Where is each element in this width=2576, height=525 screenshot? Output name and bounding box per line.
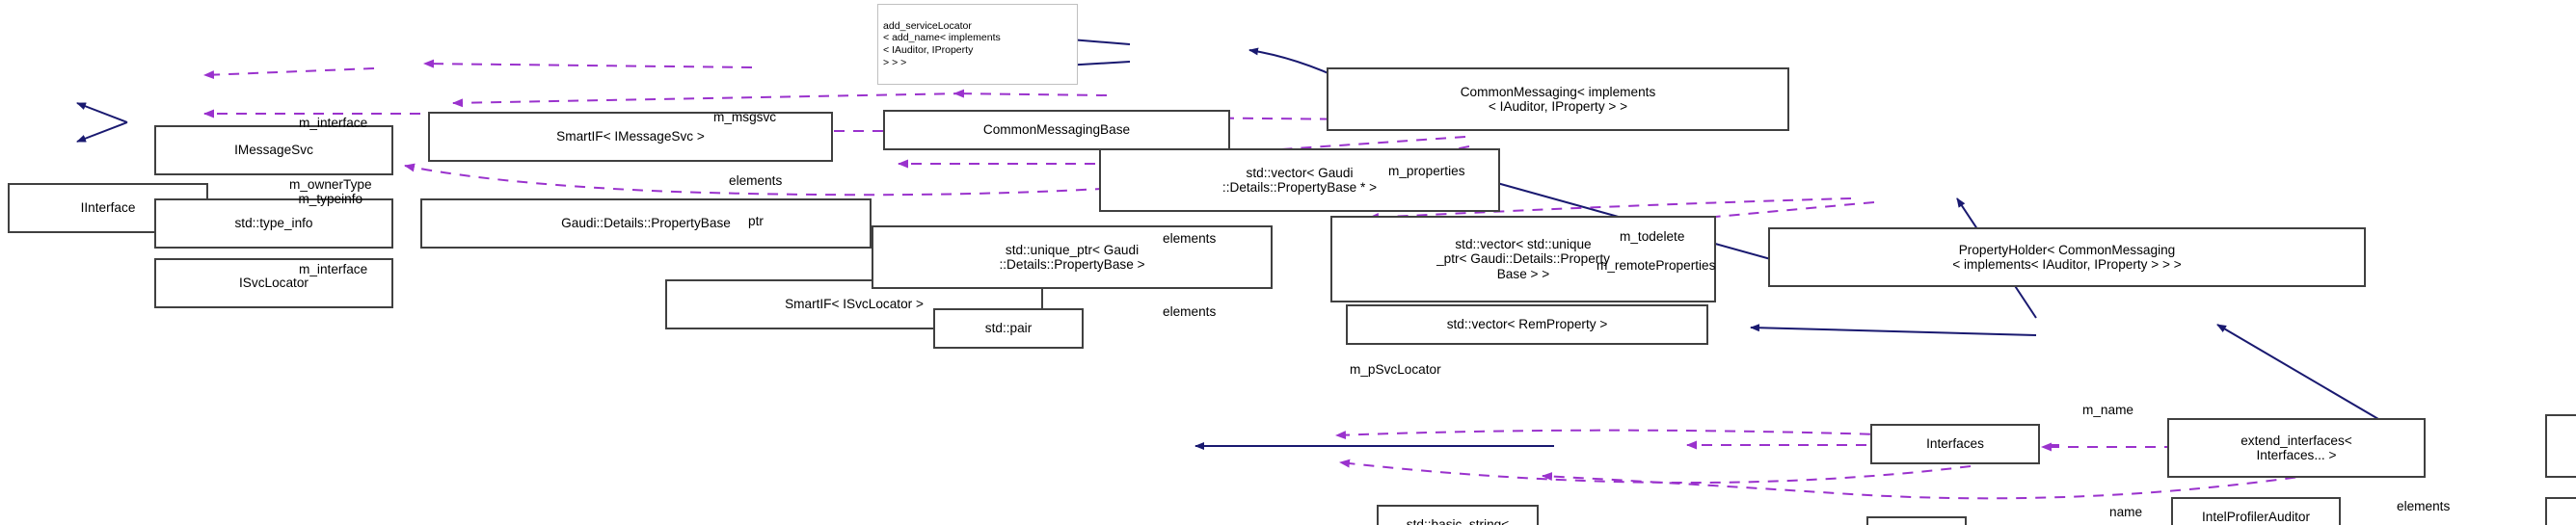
- edge-label-m-todelete: m_todelete: [1620, 229, 1685, 244]
- node-propertyholder[interactable]: PropertyHolder< CommonMessaging < implem…: [1768, 227, 2366, 287]
- edge-label-ptr: ptr: [748, 214, 764, 228]
- edge-label-m-properties: m_properties: [1388, 164, 1465, 178]
- node-basic-string[interactable]: std::basic_string< char >: [1377, 505, 1539, 525]
- node-imessagesvc[interactable]: IMessageSvc: [154, 125, 393, 175]
- edge-label-elements-unique-ptr: elements: [1163, 231, 1217, 246]
- node-std-pair[interactable]: std::pair: [933, 308, 1084, 349]
- edge-label-name: name: [2109, 505, 2143, 519]
- node-add-servicelocator[interactable]: add_serviceLocator < add_name< implement…: [877, 4, 1078, 85]
- edge-label-elements-stack-entity: elements: [2397, 499, 2451, 513]
- node-commonmessaging[interactable]: CommonMessaging< implements < IAuditor, …: [1327, 67, 1789, 131]
- edge-label-m-interface-isvclocator: m_interface: [299, 262, 368, 276]
- node-smartif-imessagesvc[interactable]: SmartIF< IMessageSvc >: [428, 112, 833, 162]
- node-commonmessagingbase[interactable]: CommonMessagingBase: [883, 110, 1230, 150]
- edge-label-elements-pair: elements: [1163, 304, 1217, 319]
- node-vector-unique-ptr-propertybase[interactable]: std::vector< std::unique _ptr< Gaudi::De…: [1330, 216, 1716, 302]
- node-gaudi-propertybase[interactable]: Gaudi::Details::PropertyBase: [420, 198, 872, 249]
- edge-label-m-ownertype-m-typeinfo: m_ownerType m_typeinfo: [289, 177, 372, 207]
- node-extend-interfaces[interactable]: extend_interfaces< Interfaces... >: [2167, 418, 2426, 478]
- node-interfaces[interactable]: Interfaces: [1870, 424, 2040, 464]
- node-stack-entity[interactable]: IntelProfilerAuditor ::stack_entity: [2171, 497, 2341, 525]
- node-unique-ptr-propertybase[interactable]: std::unique_ptr< Gaudi ::Details::Proper…: [872, 225, 1273, 289]
- node-std-string[interactable]: std::string: [1866, 516, 1967, 525]
- node-vector-remproperty[interactable]: std::vector< RemProperty >: [1346, 304, 1708, 345]
- edge-label-m-name: m_name: [2082, 403, 2134, 417]
- edge-label-m-interface-imessagesvc: m_interface: [299, 116, 368, 130]
- node-isvclocator[interactable]: ISvcLocator: [154, 258, 393, 308]
- node-extends-auditor[interactable]: extends< Auditor, IIncident Listener >: [2545, 414, 2576, 478]
- edge-label-elements-propertybase: elements: [729, 173, 783, 188]
- edge-label-m-msgsvc: m_msgsvc: [713, 110, 777, 124]
- node-std-type-info[interactable]: std::type_info: [154, 198, 393, 249]
- node-vector-stack-entity[interactable]: std::vector< IntelProfiler Auditor::stac…: [2545, 497, 2576, 525]
- node-vector-propertybase-ptr[interactable]: std::vector< Gaudi ::Details::PropertyBa…: [1099, 148, 1500, 212]
- edge-label-m-remoteproperties: m_remoteProperties: [1597, 258, 1716, 273]
- edge-label-m-psvclocator: m_pSvcLocator: [1350, 362, 1441, 377]
